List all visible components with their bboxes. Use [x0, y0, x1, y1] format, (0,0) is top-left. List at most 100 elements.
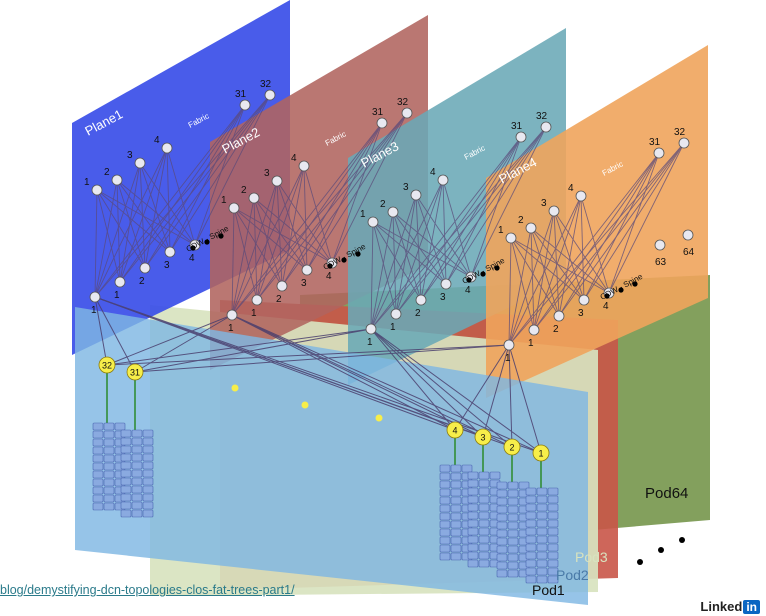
server: [103, 446, 115, 455]
server: [439, 528, 451, 537]
server: [525, 551, 537, 560]
spine-bottom-label: 2: [139, 276, 145, 287]
plane2-link: [331, 112, 408, 264]
plane2-link: [331, 122, 383, 264]
plane1-link: [94, 147, 168, 298]
spine-far-node: [540, 121, 552, 133]
server: [467, 551, 479, 560]
plane4-link: [533, 152, 660, 331]
server: [507, 537, 519, 546]
plane1-link: [119, 94, 271, 283]
spine-top-node: [505, 232, 517, 244]
plane4-link: [580, 195, 610, 294]
spine-top-node: [161, 142, 173, 154]
server: [507, 529, 519, 538]
spine-top-node: [525, 222, 537, 234]
ellipsis-dot: [218, 233, 224, 239]
server: [103, 462, 115, 471]
plane4-link: [508, 237, 512, 346]
plane4-link: [608, 152, 660, 294]
server: [525, 567, 537, 576]
spine-bottom-label: 4: [189, 253, 195, 264]
server: [536, 575, 548, 584]
server: [496, 553, 508, 562]
spine-top-label: 2: [518, 215, 524, 226]
server: [536, 543, 548, 552]
server: [467, 527, 479, 536]
server: [525, 535, 537, 544]
server: [547, 575, 559, 584]
tor-ellipsis-dot: [231, 384, 239, 392]
plane2-link: [303, 165, 333, 264]
tor-node: [474, 428, 492, 446]
leaf-label: 1: [228, 323, 234, 334]
plane1-link: [96, 189, 121, 283]
server: [120, 437, 132, 446]
spine-bottom-label: 1: [114, 290, 120, 301]
spine-extra-label: 63: [655, 257, 667, 268]
plane4-link: [533, 142, 685, 331]
spine-top-label: 3: [127, 150, 133, 161]
server: [131, 501, 143, 510]
server: [131, 485, 143, 494]
source-url-link[interactable]: blog/demystifying-dcn-topologies-clos-fa…: [0, 583, 295, 597]
server: [467, 479, 479, 488]
server: [478, 519, 490, 528]
plane1-link: [139, 162, 171, 253]
plane1-link: [94, 162, 141, 298]
server: [547, 519, 559, 528]
ellipsis-dot: [355, 251, 361, 257]
server: [496, 569, 508, 578]
ellipsis-dot: [480, 271, 486, 277]
server: [536, 487, 548, 496]
plane2-link: [233, 207, 283, 287]
plane3-link: [420, 126, 547, 301]
server: [478, 543, 490, 552]
tor-label: 31: [130, 368, 140, 378]
server: [120, 445, 132, 454]
server: [507, 497, 519, 506]
tor-uplink: [94, 296, 513, 448]
spine-top-label: 1: [84, 177, 90, 188]
server: [496, 481, 508, 490]
plane1-link: [119, 104, 246, 283]
server: [450, 536, 462, 545]
server: [131, 429, 143, 438]
tor-uplink: [231, 314, 456, 431]
server: [439, 536, 451, 545]
server: [114, 422, 126, 431]
spine-bottom-label: 4: [465, 285, 471, 296]
leaf-label: 1: [367, 337, 373, 348]
server: [92, 478, 104, 487]
server: [131, 477, 143, 486]
server: [120, 477, 132, 486]
server: [450, 488, 462, 497]
spine-bottom-node: [301, 264, 313, 276]
plane2-link: [253, 197, 333, 264]
spine-bottom-label: 1: [528, 338, 534, 349]
server: [450, 520, 462, 529]
server: [450, 504, 462, 513]
plane1-link: [144, 104, 246, 269]
spine-bottom-node: [415, 294, 427, 306]
plane1-link: [144, 94, 271, 269]
leaf-label: 1: [91, 305, 97, 316]
spine-top-node: [575, 190, 587, 202]
spine-far-label: 32: [397, 97, 409, 108]
server: [547, 567, 559, 576]
plane4-link: [558, 142, 685, 317]
spine-top-label: 1: [360, 209, 366, 220]
spine-top-label: 2: [104, 167, 110, 178]
server: [131, 461, 143, 470]
brand-text: Linked: [700, 599, 743, 614]
spine-bottom-label: 2: [415, 308, 421, 319]
spine-far-node: [264, 89, 276, 101]
spine-bottom-node: [553, 310, 565, 322]
tor-label: 3: [480, 433, 485, 443]
spine-top-node: [387, 206, 399, 218]
plane2-link: [233, 207, 308, 271]
plane1-link: [166, 147, 196, 246]
server: [478, 495, 490, 504]
server: [478, 503, 490, 512]
spine-far-node: [401, 107, 413, 119]
